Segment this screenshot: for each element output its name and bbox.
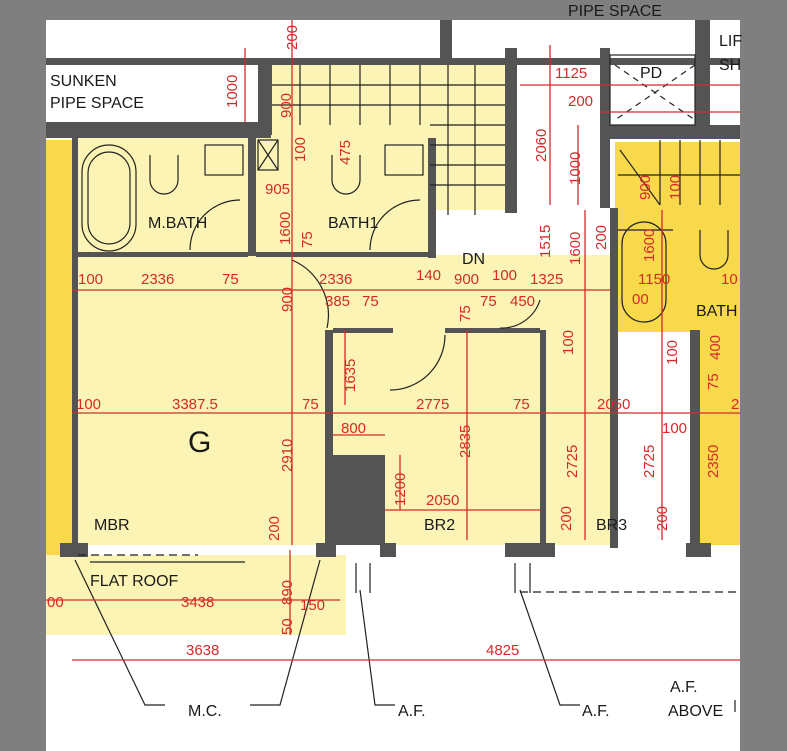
dim: 2350 [705,445,722,478]
dim: 800 [341,420,366,437]
dim: 1600 [641,229,658,262]
dim: 200 [593,225,610,250]
dim: 200 [266,516,283,541]
dim: 75 [513,396,530,413]
dim: 100 [664,340,681,365]
dim: 140 [416,267,441,284]
dim: 450 [510,293,535,310]
dim: 100 [78,271,103,288]
dim: 2060 [533,129,550,162]
dim: 100 [560,330,577,355]
label-lift-1: LIF [719,33,742,50]
walls [46,20,740,557]
duct-block [330,455,385,545]
dim: 100 [76,396,101,413]
dim: 3638 [186,642,219,659]
dim: 400 [707,335,724,360]
dim: 2835 [457,425,474,458]
label-pipe-space: PIPE SPACE [50,95,144,112]
label-sunken: SUNKEN [50,73,117,90]
room-labels: SUNKEN PIPE SPACE PIPE SPACE PD LIF SH M… [50,3,742,720]
dim: 200 [654,506,671,531]
dim: 1125 [555,65,587,82]
dim: 00 [632,291,649,308]
label-g: G [188,426,211,459]
dim: 900 [637,175,654,200]
dim: 50 [279,618,296,635]
dimension-lines [46,20,740,661]
dim: 75 [299,231,316,248]
dim: 3438 [181,594,214,611]
dim: 900 [454,271,479,288]
dim: 2 [731,396,739,413]
dim: 100 [662,420,687,437]
label-top-pipe-space: PIPE SPACE [568,3,662,20]
dim: 100 [292,137,309,162]
dim: 75 [705,373,722,390]
dim: 385 [325,293,350,310]
dim: 2910 [279,439,296,472]
dim: 75 [457,305,474,322]
dim: 1000 [567,152,584,185]
label-br2: BR2 [424,517,455,534]
dim: 75 [222,271,239,288]
dim: 1000 [224,75,241,108]
dim: 900 [279,287,296,312]
label-flat-roof: FLAT ROOF [90,573,179,590]
dim: 1200 [392,473,409,506]
fixtures [74,54,740,712]
dim: 100 [667,175,684,200]
label-lift-2: SH [719,57,741,74]
dim: 2725 [641,445,658,478]
dim: 1600 [567,232,584,265]
dim: 3387.5 [172,396,218,413]
callout-mc: M.C. [188,703,222,720]
room-fills [46,65,740,635]
callout-af-3: A.F. [670,679,698,696]
callout-af-1: A.F. [398,703,426,720]
dim: 2336 [141,271,174,288]
dim: 1150 [638,271,670,288]
dim: 200 [558,506,575,531]
dim: 1635 [342,359,359,392]
label-pd: PD [640,65,662,82]
label-dn: DN [462,251,485,268]
dim: 4825 [486,642,519,659]
dim: 75 [302,396,319,413]
dim: 2050 [426,492,459,509]
dim: 1325 [530,271,563,288]
label-mbr: MBR [94,517,130,534]
dim: 2050 [597,396,630,413]
callout-af-2: A.F. [582,703,610,720]
label-m-bath: M.BATH [148,215,207,232]
dim: 200 [284,25,301,50]
dim: 75 [362,293,379,310]
dim: 200 [568,93,593,110]
dim: 1515 [537,225,554,258]
dim: 1600 [277,212,294,245]
dim: 475 [337,140,354,165]
dim: 150 [300,597,325,614]
dim: 2336 [319,271,352,288]
dim: 100 [492,267,517,284]
dimension-labels: 1000 200 900 100 475 905 1600 75 1125 20… [47,25,739,659]
callout-above: ABOVE [668,703,723,720]
dim: 75 [480,293,497,310]
dim: 2725 [564,445,581,478]
dim: 10 [721,271,738,288]
dim: 905 [265,181,290,198]
label-bath: BATH [696,303,737,320]
label-bath1: BATH1 [328,215,378,232]
dim: 900 [278,93,295,118]
dim: 00 [47,594,64,611]
label-br3: BR3 [596,517,627,534]
dim: 2775 [416,396,449,413]
dim: 890 [279,580,296,605]
